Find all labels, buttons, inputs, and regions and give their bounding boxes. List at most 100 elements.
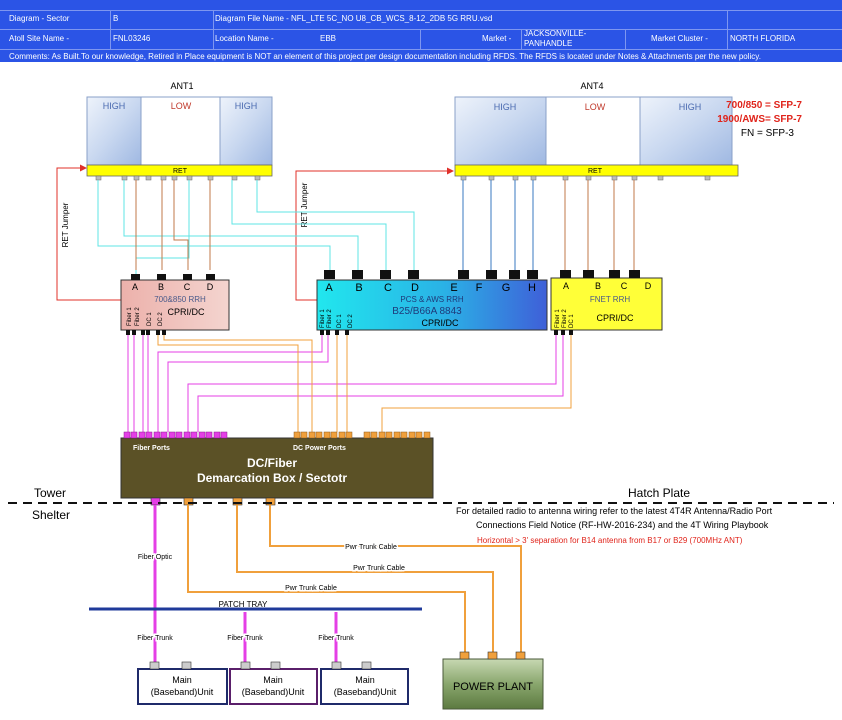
demarc-dc-ports — [293, 431, 431, 439]
rrh3-fiber2-label: Fiber 2 — [562, 309, 568, 328]
power-plant: POWER PLANT — [442, 651, 544, 710]
hatch-plate-label: Hatch Plate — [628, 486, 690, 500]
rrh1-bottom-ports — [126, 330, 166, 335]
rrh2-bottom-ports — [320, 330, 349, 335]
ret-jumper-label-2: RET Jumper — [300, 182, 309, 227]
demarc-title-line1: DC/Fiber — [247, 456, 297, 470]
pwr-trunk-cables — [187, 505, 522, 652]
market-cluster-value: NORTH FLORIDA — [730, 34, 796, 43]
ant1-high-left-label: HIGH — [103, 101, 126, 111]
header-col-divider — [727, 10, 728, 49]
rrh2-dc1-label: DC 1 — [337, 314, 343, 328]
rrh3-port-d: D — [645, 281, 652, 291]
power-plant-label: POWER PLANT — [453, 681, 533, 693]
rrh3-title: FNET RRH — [590, 295, 631, 304]
dc-cables-upper — [157, 335, 572, 432]
ant1-high-right — [219, 96, 273, 166]
fiber-trunk-label-1: Fiber Trunk — [137, 635, 173, 642]
patch-tray-label: PATCH TRAY — [219, 600, 268, 609]
ant4-high-left-label: HIGH — [494, 102, 517, 112]
baseband-unit-1: Main (Baseband)Unit — [137, 661, 228, 705]
baseband-unit-2: Main (Baseband)Unit — [229, 661, 318, 705]
header-col-divider — [420, 29, 421, 49]
demarc-fiber-ports-label: Fiber Ports — [133, 445, 170, 452]
rrh2-port-d: D — [411, 282, 419, 294]
diagram-sector-label: Diagram - Sector — [9, 14, 70, 23]
rrh1-port-d: D — [207, 282, 214, 292]
rrh1-port-c: C — [184, 282, 191, 292]
rrh1-dc1-label: DC 1 — [147, 312, 153, 326]
market-value-line1: JACKSONVILLE- — [524, 29, 587, 38]
wiring-note-line1: For detailed radio to antenna wiring ref… — [456, 506, 773, 516]
header-row-divider — [0, 49, 842, 50]
rrh2-model: B25/B66A 8843 — [392, 306, 462, 317]
rrh3-bottom-ports — [554, 330, 573, 335]
demarc-fiber-ports — [123, 431, 228, 439]
rrh3-port-c: C — [621, 281, 628, 291]
ant4-title: ANT4 — [580, 81, 603, 91]
ant1-ports — [95, 175, 261, 181]
rrh2-dc2-label: DC 2 — [348, 314, 354, 328]
brown-jumpers — [135, 180, 211, 270]
rrh2-port-b: B — [355, 282, 362, 294]
diagram-sector-value: B — [113, 14, 119, 23]
ant1-ret-label: RET — [173, 168, 188, 175]
rrh1-fiber1-label: Fiber 1 — [127, 307, 133, 326]
header-table: Diagram - Sector B Diagram File Name - N… — [0, 0, 842, 62]
rrh2-port-c: C — [384, 282, 392, 294]
header-col-divider — [625, 29, 626, 49]
ant4-high-right-label: HIGH — [679, 102, 702, 112]
location-label: Location Name - — [215, 34, 274, 43]
ant4-ret-bar — [454, 164, 739, 177]
sfp-1900-aws: 1900/AWS= SFP-7 — [717, 114, 802, 125]
baseband-unit-2-line2: (Baseband)Unit — [242, 687, 305, 697]
rrh3-port-b: B — [595, 281, 601, 291]
atoll-site-label: Atoll Site Name - — [9, 34, 70, 43]
sfp-fnet: FN = SFP-3 — [741, 128, 795, 139]
ant1-title: ANT1 — [170, 81, 193, 91]
shelter-label: Shelter — [32, 508, 70, 522]
demarc-title-line2: Demarcation Box / Sectotr — [197, 471, 347, 485]
rrh-fnet: A B C D FNET RRH CPRI/DC Fiber 1 Fiber 2… — [550, 270, 663, 335]
rrh2-fiber2-label: Fiber 2 — [327, 309, 333, 328]
cyan-jumpers — [97, 180, 415, 280]
rrh1-port-b: B — [158, 282, 164, 292]
rrh1-cpri-dc: CPRI/DC — [167, 307, 205, 317]
rrh2-fiber1-label: Fiber 1 — [320, 309, 326, 328]
pwr-trunk-label-2: Pwr Trunk Cable — [353, 565, 405, 572]
header-col-divider — [521, 29, 522, 49]
wiring-note-line2: Connections Field Notice (RF-HW-2016-234… — [476, 520, 769, 530]
fiber-trunk-label-3: Fiber Trunk — [318, 635, 354, 642]
header-row-divider — [0, 10, 842, 11]
ant1-low-label: LOW — [171, 101, 192, 111]
rrh1-title: 700&850 RRH — [154, 295, 206, 304]
rrh3-top-ports — [560, 270, 640, 278]
baseband-unit-2-line1: Main — [263, 675, 283, 685]
rrh2-cpri-dc: CPRI/DC — [421, 318, 459, 328]
baseband-unit-3-line2: (Baseband)Unit — [334, 687, 397, 697]
rrh3-cpri-dc: CPRI/DC — [596, 313, 634, 323]
rrh2-port-f: F — [476, 282, 483, 294]
ant4-low-label: LOW — [585, 102, 606, 112]
tower-label: Tower — [34, 486, 66, 500]
demarcation-box: Fiber Ports DC Power Ports DC/Fiber Dema… — [120, 431, 434, 506]
fnet-jumpers — [564, 180, 635, 270]
fiber-optic-label: Fiber Optic — [138, 554, 173, 561]
pwr-trunk-label-3: Pwr Trunk Cable — [285, 585, 337, 592]
rrh2-port-e: E — [450, 282, 457, 294]
baseband-unit-1-line1: Main — [172, 675, 192, 685]
rrh2-top-ports — [324, 270, 538, 279]
ant1-high-right-label: HIGH — [235, 101, 258, 111]
pwr-trunk-label-1: Pwr Trunk Cable — [345, 544, 397, 551]
location-value: EBB — [320, 34, 337, 43]
market-cluster-label: Market Cluster - — [651, 34, 708, 43]
demarc-dc-ports-label: DC Power Ports — [293, 445, 346, 452]
rrh1-dc2-label: DC 2 — [158, 312, 164, 326]
fiber-cables-upper — [127, 335, 564, 432]
rrh-pcs-aws: A B C D E F G H PCS & AWS RRH B25/B66A 8… — [316, 270, 548, 335]
ant4-high-left — [454, 96, 547, 166]
header-col-divider — [110, 10, 111, 49]
market-label: Market - — [482, 34, 512, 43]
rrh2-title: PCS & AWS RRH — [400, 295, 463, 304]
